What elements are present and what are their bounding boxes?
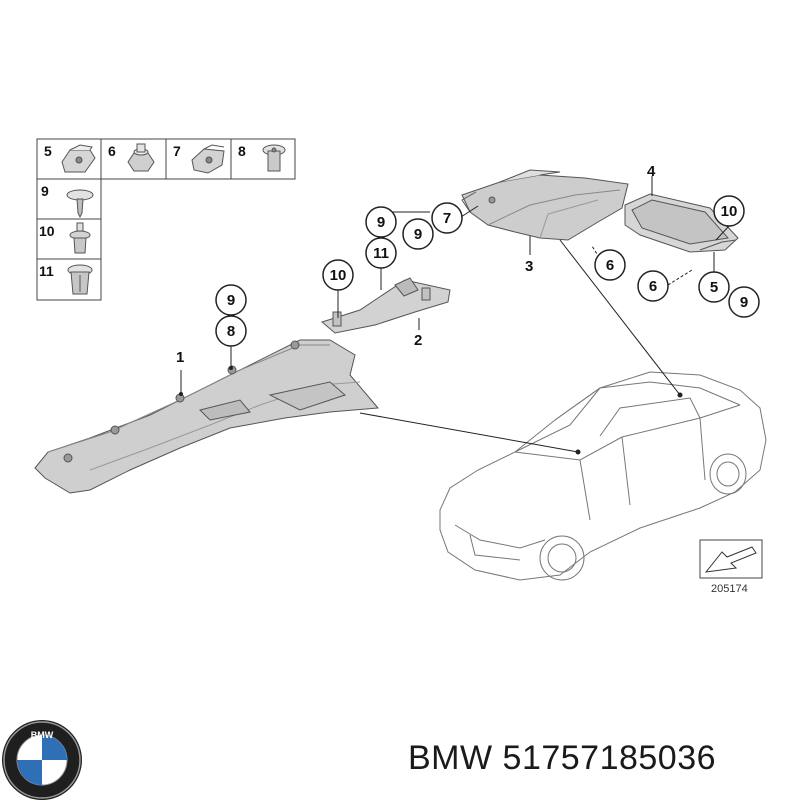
underbody-panel <box>34 339 380 494</box>
logo-text: BMW <box>31 730 54 740</box>
callout-9-bracket: 9 <box>377 214 385 231</box>
car-outline <box>439 371 767 581</box>
push-rivet-icon <box>69 222 91 254</box>
callout-4: 4 <box>647 163 656 180</box>
callout-7-duct: 7 <box>443 210 451 227</box>
part-number-title: BMW 51757185036 <box>408 739 717 777</box>
expanding-nut-icon <box>67 264 93 295</box>
expanding-rivet-icon <box>262 144 286 172</box>
legend-label-11: 11 <box>39 263 54 279</box>
callout-3: 3 <box>525 258 533 275</box>
legend-label-5: 5 <box>44 143 52 159</box>
callout-1: 1 <box>176 349 184 366</box>
legend-label-6: 6 <box>108 143 116 159</box>
hex-nut-icon <box>127 143 155 172</box>
callout-9-tray: 9 <box>740 294 748 311</box>
view-direction-box <box>699 539 763 579</box>
callout-5-tray: 5 <box>710 279 718 296</box>
callout-8-main: 8 <box>227 323 235 340</box>
callout-circles <box>215 195 760 347</box>
clip-nut-icon <box>61 144 96 173</box>
callout-6-tray: 6 <box>649 278 657 295</box>
legend-label-7: 7 <box>173 143 181 159</box>
reference-number: 205174 <box>711 583 748 595</box>
air-duct-part <box>461 169 629 241</box>
clip-nut-icon <box>191 144 225 174</box>
callout-11-bracket: 11 <box>373 245 389 262</box>
tray-part <box>624 193 739 253</box>
callout-9-main: 9 <box>227 292 235 309</box>
bracket-part <box>320 277 451 334</box>
leader-dots <box>179 366 683 455</box>
direction-arrow-icon <box>704 546 757 573</box>
legend-label-9: 9 <box>41 183 49 199</box>
callout-10-bracket: 10 <box>330 267 347 284</box>
callout-2: 2 <box>414 332 422 349</box>
callout-10-tray: 10 <box>721 203 738 220</box>
callout-6-duct: 6 <box>606 257 614 274</box>
legend-label-10: 10 <box>39 223 55 239</box>
legend-label-8: 8 <box>238 143 246 159</box>
screw-icon <box>66 189 94 219</box>
bmw-logo: BMW <box>2 720 82 800</box>
callout-9-duct: 9 <box>414 226 422 243</box>
